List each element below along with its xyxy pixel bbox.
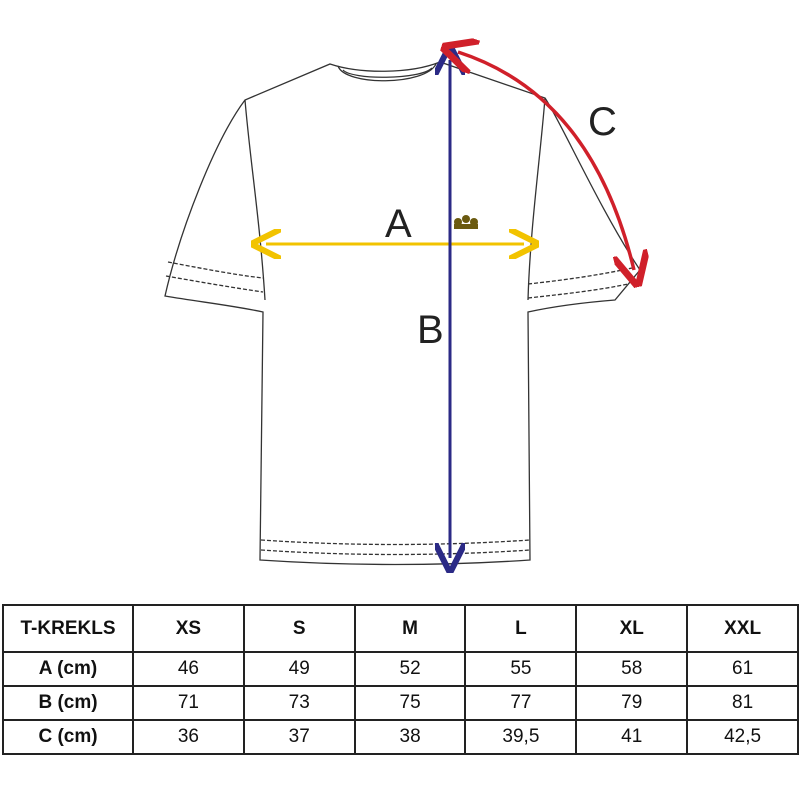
size-header: XS: [132, 604, 245, 653]
table-cell: 46: [132, 651, 245, 687]
table-cell: 39,5: [464, 719, 578, 755]
table-cell: 79: [575, 685, 689, 721]
table-cell: 81: [686, 685, 799, 721]
size-header: XXL: [686, 604, 799, 653]
table-corner: T-KREKLS: [2, 604, 134, 653]
size-header: L: [464, 604, 578, 653]
size-header: S: [242, 604, 356, 653]
table-row: A (cm) 46 49 52 55 58 61: [2, 651, 799, 687]
table-cell: 36: [132, 719, 245, 755]
table-row: C (cm) 36 37 38 39,5 41 42,5: [2, 719, 799, 755]
table-cell: 49: [242, 651, 356, 687]
table-cell: 37: [242, 719, 356, 755]
table-cell: 71: [132, 685, 245, 721]
label-b: B: [417, 308, 444, 352]
table-cell: 77: [464, 685, 578, 721]
size-header: XL: [575, 604, 689, 653]
tshirt-outline: [164, 61, 641, 566]
row-label: C (cm): [2, 719, 134, 755]
label-c: C: [588, 100, 617, 144]
table-row: B (cm) 71 73 75 77 79 81: [2, 685, 799, 721]
table-header-row: T-KREKLS XS S M L XL XXL: [2, 604, 799, 653]
table-cell: 41: [575, 719, 689, 755]
table-cell: 61: [686, 651, 799, 687]
measure-c-arrow: [458, 52, 634, 270]
row-label: A (cm): [2, 651, 134, 687]
table-cell: 75: [353, 685, 467, 721]
table-cell: 52: [353, 651, 467, 687]
size-table: T-KREKLS XS S M L XL XXL A (cm) 46 49 52…: [2, 604, 799, 755]
table-cell: 38: [353, 719, 467, 755]
table-cell: 42,5: [686, 719, 799, 755]
tshirt-diagram: A B C: [164, 0, 800, 600]
size-header: M: [353, 604, 467, 653]
table-cell: 58: [575, 651, 689, 687]
label-a: A: [385, 202, 412, 246]
table-cell: 55: [464, 651, 578, 687]
table-cell: 73: [242, 685, 356, 721]
row-label: B (cm): [2, 685, 134, 721]
